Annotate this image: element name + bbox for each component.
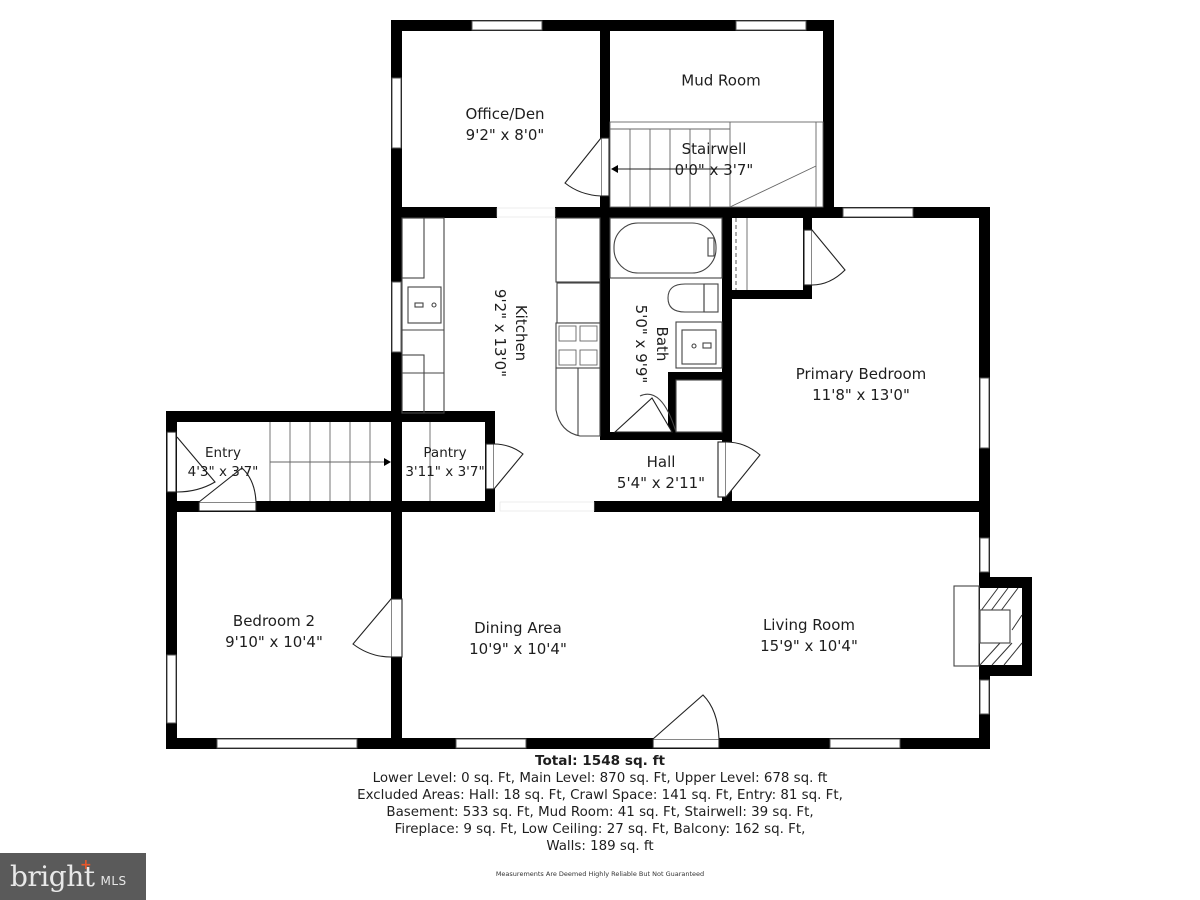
stairwell-steps — [609, 121, 824, 208]
room-label-dining: Dining Area 10'9" x 10'4" — [469, 619, 567, 658]
doors — [166, 137, 846, 749]
logo-suffix: MLS — [100, 873, 127, 888]
summary-line: Lower Level: 0 sq. Ft, Main Level: 870 s… — [372, 771, 828, 786]
room-label-stairwell: Stairwell 0'0" x 3'7" — [674, 140, 754, 179]
summary-line: Fireplace: 9 sq. Ft, Low Ceiling: 27 sq.… — [394, 822, 806, 837]
room-label-pantry: Pantry 3'11" x 3'7" — [405, 445, 485, 480]
room-label-entry: Entry 4'3" x 3'7" — [187, 445, 259, 480]
room-label-bedroom2: Bedroom 2 9'10" x 10'4" — [225, 612, 323, 651]
summary-line: Basement: 533 sq. Ft, Mud Room: 41 sq. F… — [386, 805, 814, 820]
closet-fixtures — [735, 218, 748, 290]
room-label-office: Office/Den 9'2" x 8'0" — [465, 105, 545, 144]
room-label-mud-room: Mud Room — [681, 71, 761, 90]
room-label-hall: Hall 5'4" x 2'11" — [616, 453, 706, 492]
bright-mls-logo: bright + MLS — [0, 853, 146, 900]
disclaimer: Measurements Are Deemed Highly Reliable … — [495, 870, 705, 878]
summary-line: Excluded Areas: Hall: 18 sq. Ft, Crawl S… — [357, 788, 843, 803]
area-summary: Total: 1548 sq. ft Lower Level: 0 sq. Ft… — [300, 753, 900, 855]
room-label-kitchen: Kitchen 9'2" x 13'0" — [491, 288, 530, 378]
total-area: Total: 1548 sq. ft — [534, 753, 665, 769]
logo-plus-icon: + — [80, 857, 92, 873]
kitchen-fixtures — [401, 217, 601, 437]
bath-fixtures — [609, 217, 723, 433]
room-label-primary-bedroom: Primary Bedroom 11'8" x 13'0" — [795, 365, 927, 404]
walls — [166, 20, 1032, 749]
entry-steps — [269, 422, 431, 501]
room-label-living: Living Room 15'9" x 10'4" — [760, 616, 858, 655]
logo-wordmark: bright — [10, 860, 95, 893]
fireplace — [953, 585, 1023, 667]
room-label-bath: Bath 5'0" x 9'9" — [632, 304, 671, 384]
summary-line: Walls: 189 sq. ft — [546, 839, 654, 854]
